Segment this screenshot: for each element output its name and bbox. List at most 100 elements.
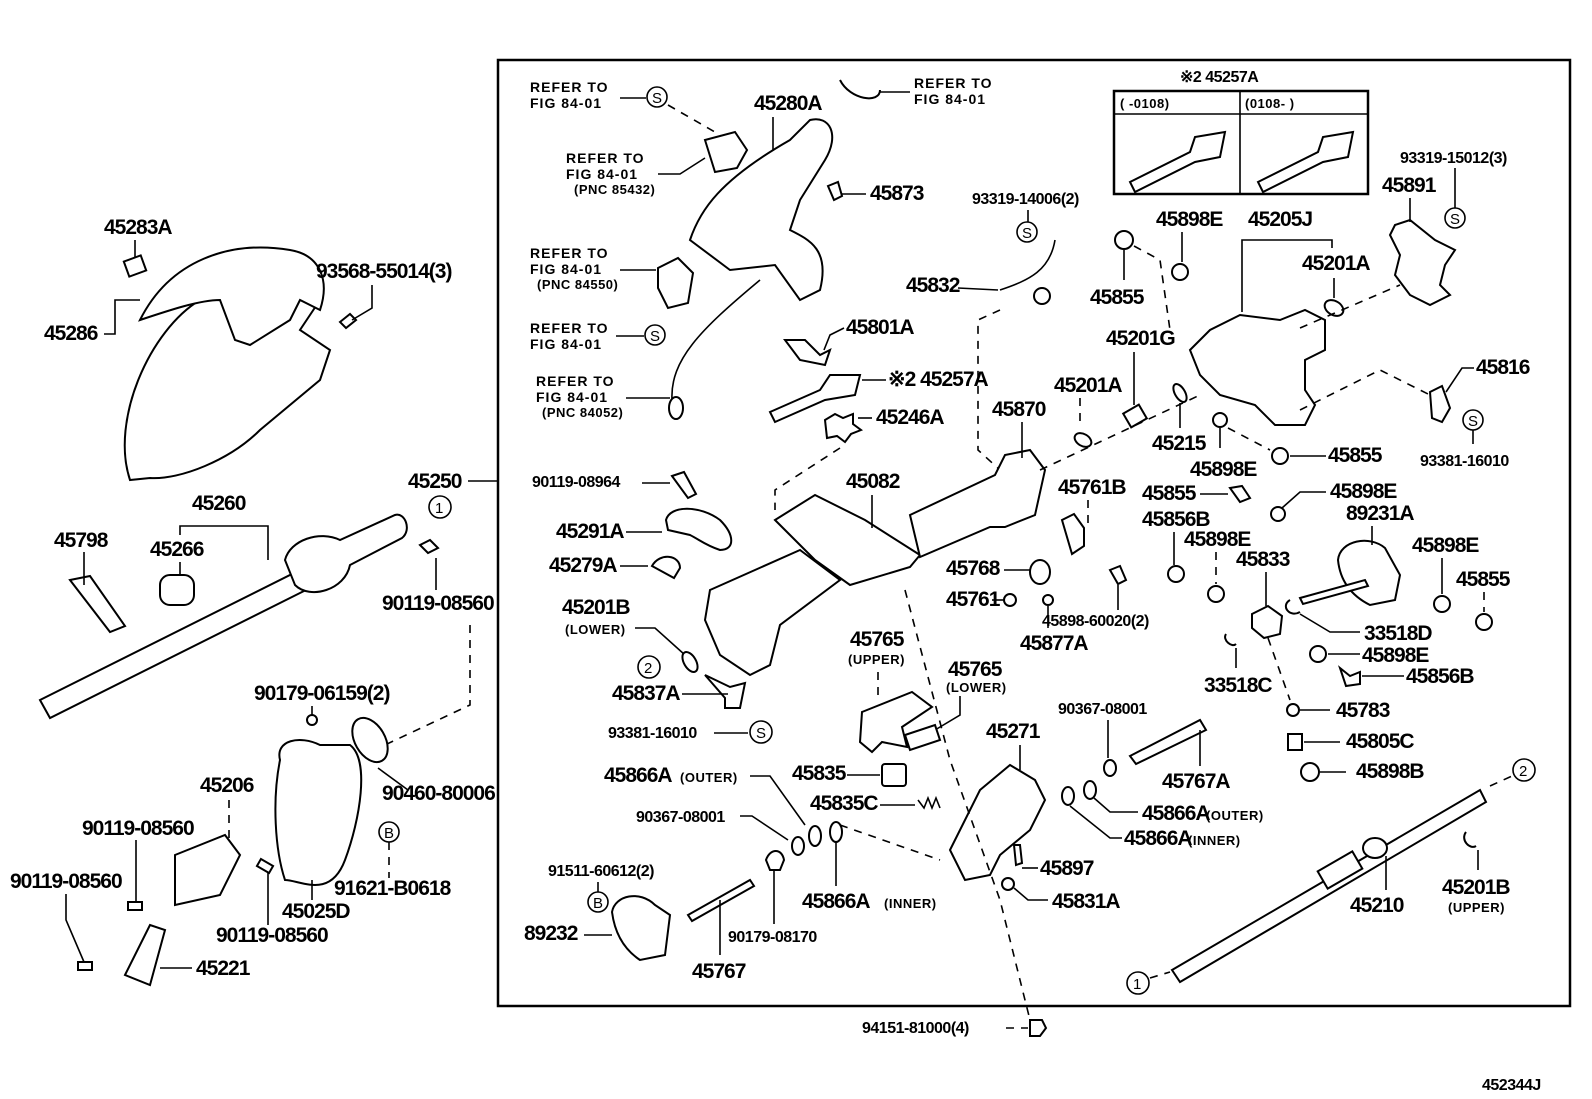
nut-45898E-2[interactable] bbox=[1212, 412, 1228, 428]
ring-45832[interactable] bbox=[1033, 287, 1051, 305]
bolt-90119e[interactable] bbox=[670, 470, 698, 500]
bushing-45266[interactable] bbox=[159, 574, 195, 606]
cam-45833[interactable] bbox=[1251, 604, 1284, 640]
clamp-45761B[interactable] bbox=[1060, 512, 1085, 556]
pin-45897[interactable] bbox=[1012, 844, 1024, 867]
clamp-90460[interactable] bbox=[345, 712, 395, 769]
ring-45201A-2[interactable] bbox=[1322, 297, 1346, 319]
key-new[interactable] bbox=[1256, 130, 1355, 194]
column-cover-upper[interactable] bbox=[138, 246, 325, 347]
nut-90179b[interactable] bbox=[764, 850, 786, 871]
nut-45898E-6[interactable] bbox=[1309, 645, 1327, 663]
bolt-45873[interactable] bbox=[826, 180, 844, 202]
nut-45898E-3[interactable] bbox=[1270, 506, 1286, 522]
snap-ring-45201B-upper[interactable] bbox=[1463, 831, 1477, 848]
cap-45856B-1[interactable] bbox=[1167, 565, 1185, 583]
spring-45246A[interactable] bbox=[823, 412, 864, 444]
cap-45856B-2[interactable] bbox=[1337, 665, 1361, 688]
bolt-45855-2[interactable] bbox=[1271, 447, 1289, 465]
ring-45215[interactable] bbox=[1171, 382, 1190, 404]
cap-45279A[interactable] bbox=[650, 555, 682, 580]
refer-text: REFER TO bbox=[914, 75, 993, 91]
lock-cylinder-84550[interactable] bbox=[657, 256, 695, 310]
bracket-45798[interactable] bbox=[68, 574, 127, 634]
switch-85432[interactable] bbox=[703, 130, 749, 174]
nut-45898E-4[interactable] bbox=[1207, 585, 1225, 603]
lever-45801A[interactable] bbox=[783, 339, 832, 367]
label-45221: 45221 bbox=[196, 957, 251, 980]
tube-45870[interactable] bbox=[908, 448, 1047, 559]
washer-45866A-outer-2[interactable] bbox=[1083, 780, 1097, 800]
rod-45767[interactable] bbox=[686, 878, 756, 923]
bolt-90119a[interactable] bbox=[418, 538, 440, 555]
washer-45866A-outer-1[interactable] bbox=[808, 825, 822, 847]
spring-45835C[interactable] bbox=[917, 795, 941, 811]
spring-45805C[interactable] bbox=[1287, 733, 1303, 751]
nut-45898E-1[interactable] bbox=[1171, 263, 1189, 281]
washer-45866A-inner-2[interactable] bbox=[1061, 786, 1075, 806]
sensor-89232[interactable] bbox=[610, 895, 672, 962]
washer-90367b[interactable] bbox=[1103, 759, 1117, 777]
snap-ring-45201B-lower[interactable] bbox=[679, 649, 700, 674]
key-45257A[interactable] bbox=[768, 374, 862, 424]
refer-block-2: REFER TO FIG 84-01 bbox=[839, 75, 993, 107]
nut-45831A[interactable] bbox=[1001, 877, 1015, 891]
label-45201A-1: 45201A bbox=[1054, 374, 1122, 397]
shaft-sleeve[interactable] bbox=[1316, 849, 1364, 891]
bolt-45855-4[interactable] bbox=[1475, 613, 1493, 631]
clip-45816[interactable] bbox=[1428, 384, 1452, 424]
nut-94151[interactable] bbox=[1029, 1019, 1048, 1037]
bolt-90119d[interactable] bbox=[255, 857, 275, 875]
screw-45898-60020[interactable] bbox=[1108, 564, 1128, 586]
emblem-45283A[interactable] bbox=[122, 254, 148, 278]
ball-45783[interactable] bbox=[1286, 703, 1300, 717]
nut-90179a[interactable] bbox=[306, 714, 318, 726]
washer-90367a[interactable] bbox=[791, 836, 805, 856]
washer-45761[interactable] bbox=[1003, 593, 1017, 607]
clip-33518C[interactable] bbox=[1224, 633, 1237, 646]
clip-45877A[interactable] bbox=[1042, 594, 1054, 606]
label-45082: 45082 bbox=[846, 470, 900, 493]
bolt-90119b[interactable] bbox=[127, 901, 143, 911]
label-91621: 91621-B0618 bbox=[334, 877, 452, 900]
symbol-S-text: S bbox=[650, 328, 660, 345]
label-45246A: 45246A bbox=[876, 406, 944, 429]
bushing-45201G[interactable] bbox=[1121, 403, 1149, 429]
cover-45025D[interactable] bbox=[274, 739, 363, 886]
clip-part[interactable] bbox=[839, 79, 881, 100]
bracket-45082[interactable] bbox=[773, 493, 922, 587]
housing-45271[interactable] bbox=[948, 763, 1047, 882]
bolt-90119c[interactable] bbox=[77, 961, 93, 971]
cover-45765-lower[interactable] bbox=[903, 723, 942, 752]
connector[interactable] bbox=[668, 396, 684, 420]
shaft-joint[interactable] bbox=[283, 513, 408, 594]
sensor-89231A[interactable] bbox=[1336, 539, 1402, 607]
wire-84052[interactable] bbox=[671, 279, 761, 401]
sensor-rod[interactable] bbox=[1298, 578, 1370, 606]
column-housing-45280A[interactable] bbox=[688, 118, 834, 302]
cap-45898B[interactable] bbox=[1300, 762, 1320, 782]
yoke-45221[interactable] bbox=[123, 923, 167, 987]
shaft-joint-45210[interactable] bbox=[1362, 837, 1388, 859]
tube-45082[interactable] bbox=[703, 548, 842, 677]
bracket-45891[interactable] bbox=[1388, 218, 1457, 307]
assembly-frame bbox=[496, 58, 1572, 1008]
bracket-45205J[interactable] bbox=[1188, 308, 1326, 426]
label-89231A: 89231A bbox=[1346, 502, 1414, 525]
block-45835[interactable] bbox=[881, 763, 907, 787]
bracket-45837A[interactable] bbox=[704, 674, 747, 709]
joint-45206[interactable] bbox=[174, 833, 242, 907]
clip-33518D[interactable] bbox=[1284, 599, 1301, 615]
key-old[interactable] bbox=[1128, 130, 1227, 194]
screw-93568[interactable] bbox=[338, 312, 358, 330]
bushing-45768[interactable] bbox=[1029, 559, 1051, 585]
cover-45291A[interactable] bbox=[664, 507, 733, 552]
nut-45898E-5[interactable] bbox=[1433, 595, 1451, 613]
cover-45765-upper[interactable] bbox=[858, 690, 934, 754]
rod-45767A[interactable] bbox=[1128, 718, 1208, 766]
label-45761B: 45761B bbox=[1058, 476, 1126, 499]
ring-45201A-1[interactable] bbox=[1072, 430, 1094, 449]
wire-45832[interactable] bbox=[999, 239, 1056, 291]
bolt-45855-1[interactable] bbox=[1114, 230, 1134, 250]
bolt-45855-3[interactable] bbox=[1228, 484, 1252, 504]
